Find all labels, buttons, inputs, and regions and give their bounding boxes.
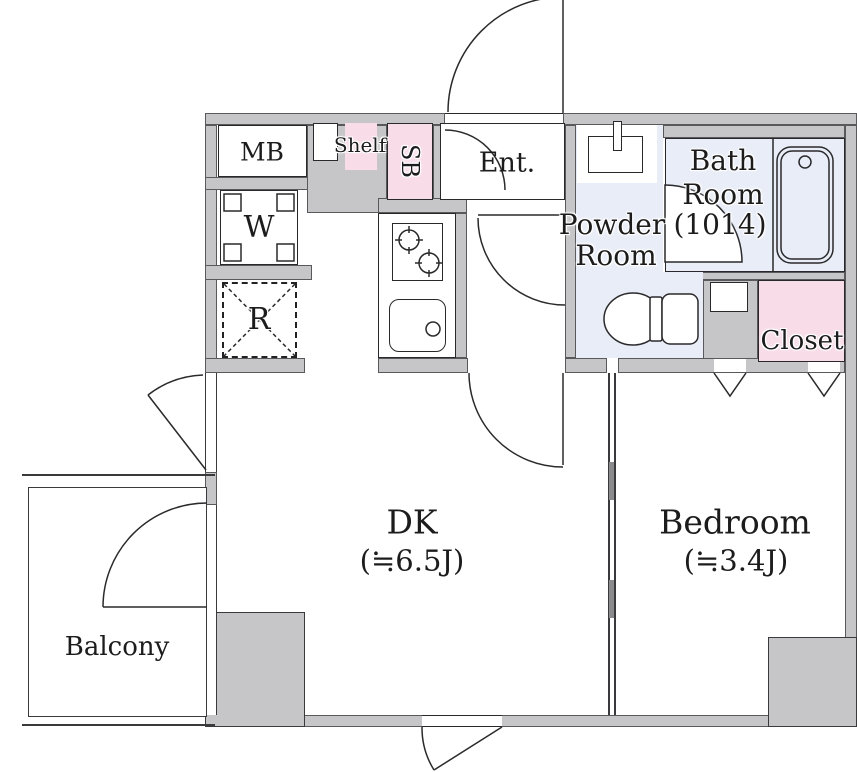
shoe-box-label: SB	[396, 143, 424, 179]
bedroom-label: Bedroom	[659, 502, 811, 542]
balcony-door-upper-leaf	[147, 394, 207, 471]
wall-left-upper	[205, 125, 217, 373]
dk-door-arc	[468, 372, 564, 468]
wall-kitchen-top	[378, 198, 467, 213]
shelf-label: Shelf	[333, 133, 387, 157]
sliding-door-overlap-1	[609, 462, 614, 500]
kitchen-sink	[389, 299, 446, 352]
sliding-door-line-2	[614, 373, 616, 715]
vanity-faucet	[613, 121, 622, 151]
wall-mb-bottom	[205, 177, 312, 190]
wall-washer-bottom	[205, 265, 312, 280]
closet-label: Closet	[760, 326, 844, 356]
washer-label: W	[243, 210, 275, 245]
meter-box-label: MB	[240, 137, 284, 167]
dk-label: DK	[386, 502, 438, 542]
balcony-window-upper	[205, 373, 217, 472]
south-window-opening	[422, 715, 502, 727]
powder-room-floor-lower	[576, 272, 703, 358]
shelf-box	[313, 123, 338, 161]
bath-room-label-line2: Room	[682, 178, 764, 211]
wall-corridor-right	[565, 125, 576, 358]
balcony-top-line	[22, 474, 215, 476]
pillar-block-southeast	[768, 637, 857, 727]
powder-room-label-line2: Room	[575, 239, 657, 272]
entrance-door-arc	[447, 0, 541, 113]
wall-kitchen-right	[455, 213, 467, 358]
powder-door-arc	[477, 217, 566, 306]
balcony-bottom-line	[22, 724, 215, 726]
sliding-door-overlap-2	[609, 580, 614, 618]
powder-room-label-line1: Powder	[558, 208, 666, 241]
bedroom-area-label: (≒3.4J)	[683, 543, 789, 578]
wall-kitchen-bottom	[378, 358, 468, 373]
shelf-pink-area	[345, 123, 377, 170]
balcony-label: Balcony	[64, 632, 170, 662]
south-door-leaf	[433, 726, 503, 771]
service-shaft	[710, 282, 748, 312]
dk-area-label: (≒6.5J)	[359, 543, 465, 578]
meter-box	[218, 125, 307, 177]
closet-fold-door-2	[807, 372, 841, 398]
sliding-door-line-1	[608, 373, 610, 715]
closet-floor	[758, 280, 845, 362]
closet-door-gap-1	[714, 359, 746, 372]
wall-top-right	[563, 113, 857, 125]
closet-fold-door-1	[713, 372, 747, 398]
wall-bathroom-top	[663, 125, 845, 138]
balcony-area	[28, 487, 207, 717]
bath-room-label-line1: Bath	[689, 144, 757, 177]
south-door-arc	[421, 726, 435, 771]
shoe-box	[387, 123, 433, 200]
wall-bedroom-top-left	[565, 358, 607, 373]
bath-room-label-line3: (1014)	[673, 208, 767, 241]
wall-refrigerator-bottom	[205, 358, 305, 373]
closet-door-gap-2	[808, 359, 840, 372]
refrigerator-label: R	[247, 302, 271, 337]
stove	[392, 223, 443, 281]
pillar-block-southwest	[205, 612, 305, 727]
balcony-door-upper-arc	[147, 374, 204, 396]
entrance-label: Ent.	[478, 147, 536, 179]
